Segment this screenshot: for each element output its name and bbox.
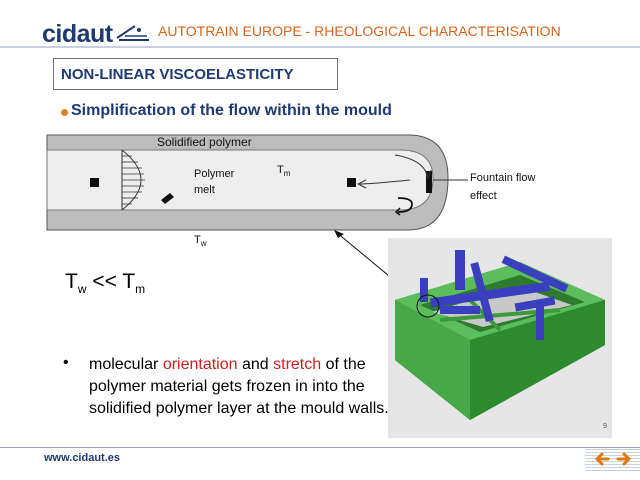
section-title: NON-LINEAR VISCOELASTICITY xyxy=(61,66,294,83)
footer-url-link[interactable]: www.cidaut.es xyxy=(44,452,121,464)
cidaut-logo-mark-icon xyxy=(116,25,149,41)
molecule-square-right xyxy=(347,178,356,187)
footer-divider xyxy=(0,447,640,448)
temperature-relation: Tw << Tm xyxy=(65,270,146,296)
detail-circle xyxy=(416,294,440,318)
body-bullet-marker: • xyxy=(63,354,69,371)
logo: cidaut xyxy=(42,20,113,48)
tw-label: Tw xyxy=(194,234,207,248)
molecule-front xyxy=(426,171,432,193)
header-title: AUTOTRAIN EUROPE - RHEOLOGICAL CHARACTER… xyxy=(158,23,561,39)
molecule-square-left xyxy=(90,178,99,187)
melt-core xyxy=(46,149,434,211)
page-number: 9 xyxy=(603,423,607,430)
stretch-highlight: stretch xyxy=(273,356,322,373)
mould-part-image xyxy=(388,238,612,438)
flow-diagram xyxy=(46,134,468,231)
section-title-box xyxy=(53,58,338,90)
previous-arrow-icon[interactable] xyxy=(594,450,612,468)
body-paragraph: molecular orientation and stretch of the… xyxy=(89,356,389,417)
header-divider xyxy=(0,46,640,48)
orientation-highlight: orientation xyxy=(162,356,238,373)
bullet-dot xyxy=(61,109,68,116)
solidified-polymer-label: Solidified polymer xyxy=(157,135,252,149)
tm-label: Tm xyxy=(277,164,291,178)
next-arrow-icon[interactable] xyxy=(614,450,632,468)
bullet-heading: Simplification of the flow within the mo… xyxy=(71,102,392,119)
molecule-stretched xyxy=(161,193,174,204)
